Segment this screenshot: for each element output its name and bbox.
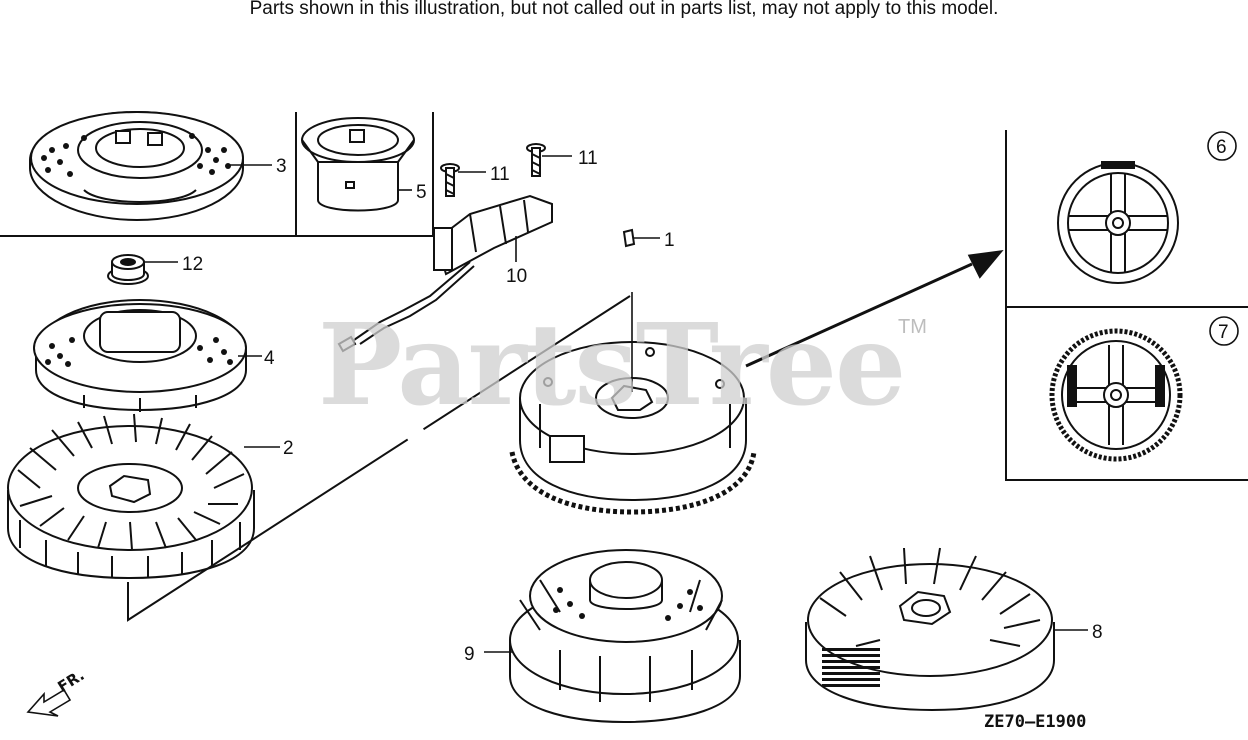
part-11-bolt-right	[526, 143, 546, 177]
part-8-cooling-fan	[805, 547, 1055, 712]
callout-labels: 1 2 3 4 5 6 7 8 9 10 11 11 12	[182, 131, 1239, 665]
part-1-flywheel-key	[622, 228, 636, 248]
callout-10: 10	[506, 266, 527, 287]
part-7-flywheel-ring-gear	[1049, 328, 1183, 462]
leader-lines	[144, 155, 1088, 653]
callout-11-right: 11	[578, 148, 598, 169]
callout-3: 3	[276, 156, 287, 177]
callout-11-left: 11	[490, 164, 510, 185]
part-9-cooling-fan	[509, 549, 741, 724]
part-6-flywheel-cup	[1057, 161, 1179, 284]
detail-arrow	[745, 250, 1004, 368]
part-12-flange-nut	[107, 254, 149, 285]
assembly-lines	[127, 295, 631, 622]
callout-12: 12	[182, 254, 203, 275]
part-2-cooling-fan	[7, 413, 255, 580]
callout-8: 8	[1092, 622, 1103, 643]
callout-4: 4	[264, 348, 275, 369]
part-10-ignition-coil	[337, 194, 553, 353]
callout-6: 6	[1216, 137, 1227, 158]
trademark-symbol: TM	[898, 316, 927, 338]
diagram-code: ZE70—E1900	[984, 712, 1087, 732]
callout-1: 1	[664, 230, 675, 251]
illustration-note: Parts shown in this illustration, but no…	[249, 0, 999, 19]
front-direction-arrow-icon	[26, 688, 72, 717]
part-4-starter-pulley	[33, 298, 247, 412]
part-5-starter-cup	[301, 117, 415, 212]
callout-5: 5	[416, 182, 427, 203]
callout-7: 7	[1218, 322, 1229, 343]
part-3-starter-pulley	[29, 110, 244, 222]
part-11-bolt-left	[440, 163, 460, 197]
callout-9: 9	[464, 644, 475, 665]
right-frame	[1005, 130, 1248, 481]
callout-2: 2	[283, 438, 294, 459]
flywheel-assembly	[509, 341, 757, 515]
